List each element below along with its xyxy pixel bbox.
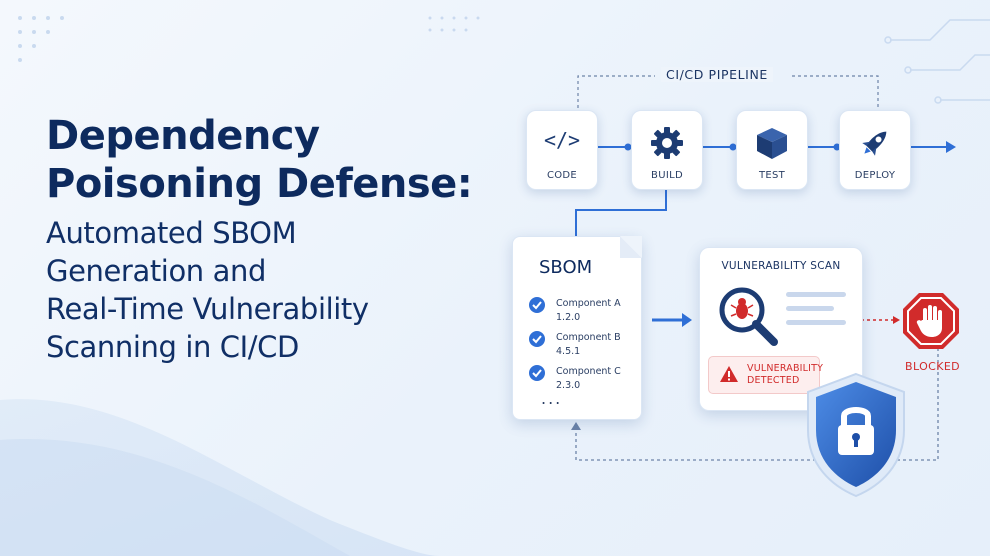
title-line-1: Dependency [46,113,320,159]
pipeline-label: CI/CD PIPELINE [661,67,773,82]
check-circle-icon [529,297,545,313]
page-fold-icon [620,236,642,258]
stage-code: </> CODE [526,110,598,190]
component-version: 4.5.1 [556,346,581,357]
component-name: Component A [556,298,621,309]
more-ellipsis: ... [541,389,563,408]
rocket-icon [840,125,910,161]
warning-icon [720,366,738,382]
stage-deploy: DEPLOY [839,110,911,190]
stage-build: BUILD [631,110,703,190]
check-circle-icon [529,331,545,347]
alert-line-2: DETECTED [747,375,800,386]
stage-deploy-label: DEPLOY [854,170,896,181]
sbom-component: Component B 4.5.1 [529,331,621,359]
subtitle-line-3: Real-Time Vulnerability [46,292,369,326]
svg-text:</>: </> [544,128,580,152]
gear-icon [632,125,702,161]
blocked-label: BLOCKED [905,360,961,373]
component-version: 2.3.0 [556,380,581,391]
sbom-component: Component C 2.3.0 [529,365,621,393]
code-icon: </> [527,125,597,155]
headline: Dependency Poisoning Defense: Automated … [46,112,473,366]
check-circle-icon [529,365,545,381]
subtitle-line-4: Scanning in CI/CD [46,330,299,364]
scan-title: VULNERABILITY SCAN [721,260,841,272]
stage-test: TEST [736,110,808,190]
sbom-component: Component A 1.2.0 [529,297,621,325]
cube-icon [737,125,807,161]
report-lines-icon [786,292,846,325]
sbom-title: SBOM [539,257,593,278]
title-line-2: Poisoning Defense: [46,161,473,207]
stage-test-label: TEST [758,170,786,181]
sbom-document: SBOM Component A 1.2.0 Component B 4.5.1 C… [512,236,642,420]
magnifier-bug-icon [719,287,778,346]
stage-build-label: BUILD [651,170,683,181]
shield-lock-icon [807,372,905,498]
subtitle: Automated SBOM Generation and Real-Time … [46,214,472,366]
component-version: 1.2.0 [556,312,581,323]
stage-code-label: CODE [546,170,578,181]
component-name: Component C [556,366,621,377]
stop-hand-icon [903,293,959,349]
subtitle-line-1: Automated SBOM [46,216,297,250]
alert-line-1: VULNERABILITY [747,363,824,374]
component-name: Component B [556,332,621,343]
subtitle-line-2: Generation and [46,254,266,288]
